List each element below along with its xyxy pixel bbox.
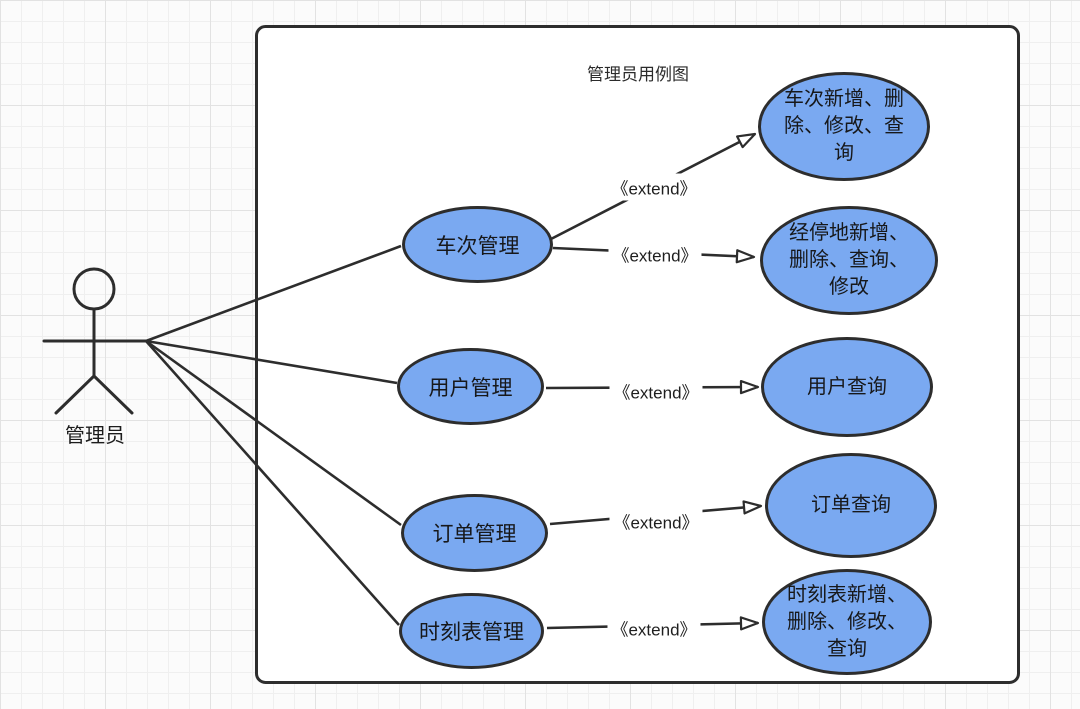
association-line-timetable-management: [145, 340, 400, 626]
usecase-order-management: 订单管理: [401, 494, 548, 572]
extend-label-train-crud: 《extend》: [607, 173, 701, 201]
actor-left-leg: [54, 374, 96, 415]
extend-label-user-query: 《extend》: [609, 377, 703, 405]
usecase-order-query: 订单查询: [765, 453, 937, 558]
usecase-timetable-crud-label: 时刻表新增、 删除、修改、 查询: [787, 583, 907, 660]
usecase-train-management-label: 车次管理: [435, 234, 520, 258]
usecase-train-management: 车次管理: [402, 206, 553, 283]
diagram-title: 管理员用例图: [587, 65, 689, 84]
extend-label-timetable-crud: 《extend》: [607, 614, 701, 642]
usecase-timetable-management: 时刻表管理: [399, 593, 544, 669]
usecase-order-management-label: 订单管理: [432, 523, 517, 546]
extend-label-order-query: 《extend》: [609, 507, 703, 535]
usecase-user-management: 用户管理: [397, 348, 544, 425]
actor-label: 管理员: [65, 425, 125, 447]
usecase-user-query: 用户查询: [761, 337, 933, 437]
usecase-timetable-management-label: 时刻表管理: [419, 621, 524, 644]
extend-label-stop-crud: 《extend》: [608, 240, 702, 268]
association-lines: [145, 244, 402, 626]
usecase-user-management-label: 用户管理: [428, 376, 513, 400]
usecase-stop-crud-label: 经停地新增、 删除、查询、 修改: [789, 222, 909, 298]
usecase-timetable-crud: 时刻表新增、 删除、修改、 查询: [762, 569, 932, 675]
actor-figure: [42, 267, 148, 415]
actor-head: [72, 267, 116, 311]
usecase-order-query-label: 订单查询: [811, 494, 891, 516]
usecase-train-crud: 车次新增、删 除、修改、查 询: [758, 72, 930, 181]
usecase-stop-crud: 经停地新增、 删除、查询、 修改: [760, 206, 938, 315]
association-line-order-management: [145, 339, 402, 527]
usecase-user-query-label: 用户查询: [807, 375, 887, 398]
association-line-user-management: [145, 339, 398, 385]
usecase-train-crud-label: 车次新增、删 除、修改、查 询: [784, 88, 904, 164]
association-line-train-management: [145, 244, 402, 343]
actor-right-leg: [92, 374, 134, 415]
